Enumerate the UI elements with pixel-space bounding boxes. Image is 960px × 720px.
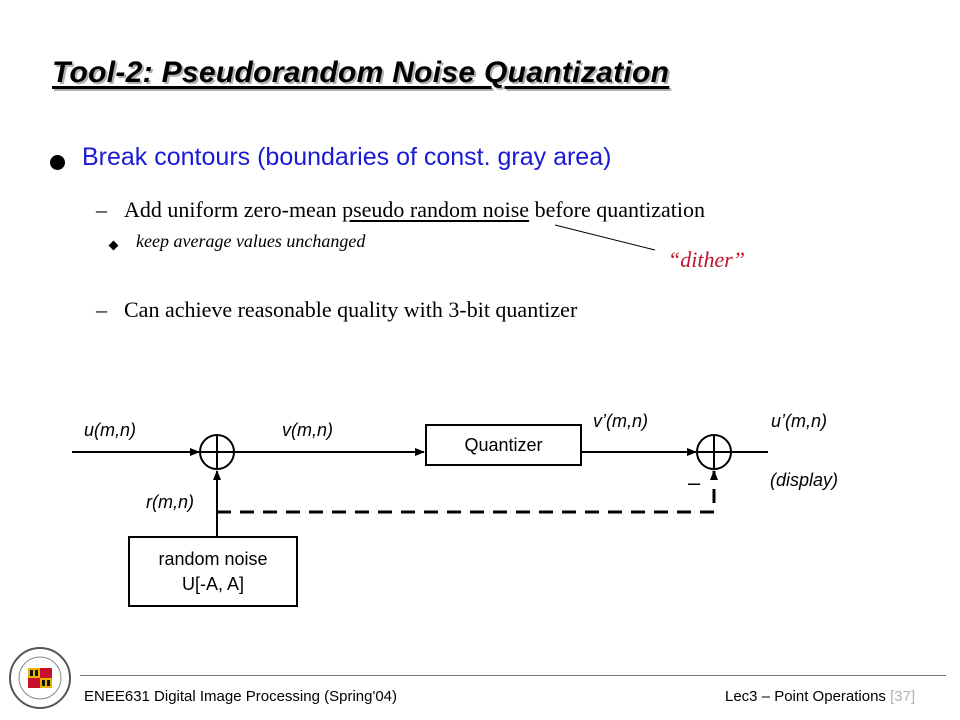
minus-sign: – [688,470,701,495]
input-label: u(m,n) [84,420,137,440]
r-label: r(m,n) [146,492,194,512]
university-seal-icon [9,647,71,709]
noise-box: random noise U[-A, A] [128,536,298,607]
quantizer-label: Quantizer [464,434,543,455]
summing-junction-2 [696,434,732,470]
page-number: [37] [890,688,916,705]
sub-bullet-2-text: Can achieve reasonable quality with 3-bi… [124,297,578,322]
v-label: v(m,n) [282,420,333,440]
main-bullet: Break contours (boundaries of const. gra… [82,143,612,171]
annotation-pointer-line [554,224,656,251]
quantizer-box: Quantizer [425,424,582,466]
sub-bullet-2: –Can achieve reasonable quality with 3-b… [96,297,577,323]
bullet-dot [50,155,65,170]
noise-label-1: random noise [158,548,268,569]
sub-bullet-1: –Add uniform zero-mean pseudo random noi… [96,197,705,223]
footer-lecture: Lec3 – Point Operations [37] [725,688,915,705]
footer-divider [80,675,946,676]
sub-bullet-1-underlined: pseudo random noise [342,197,530,222]
footer-lecture-title: Lec3 – Point Operations [725,688,891,705]
dither-annotation: “dither” [668,247,746,272]
vprime-label: v’(m,n) [593,411,648,431]
sub-sub-bullet: keep average values unchanged [136,231,366,251]
dashed-subtract-path [217,470,718,514]
display-label: (display) [770,470,839,490]
sub-bullet-1-after: before quantization [529,197,705,222]
noise-label-2: U[-A, A] [181,573,244,594]
dash: – [96,297,107,322]
sub-bullet-1-before: Add uniform zero-mean [124,197,343,222]
slide-title: Tool-2: Pseudorandom Noise Quantization [52,56,670,89]
footer-course: ENEE631 Digital Image Processing (Spring… [84,688,398,705]
dash: – [96,197,107,222]
uprime-label: u’(m,n) [771,411,828,431]
summing-junction-1 [199,434,235,470]
